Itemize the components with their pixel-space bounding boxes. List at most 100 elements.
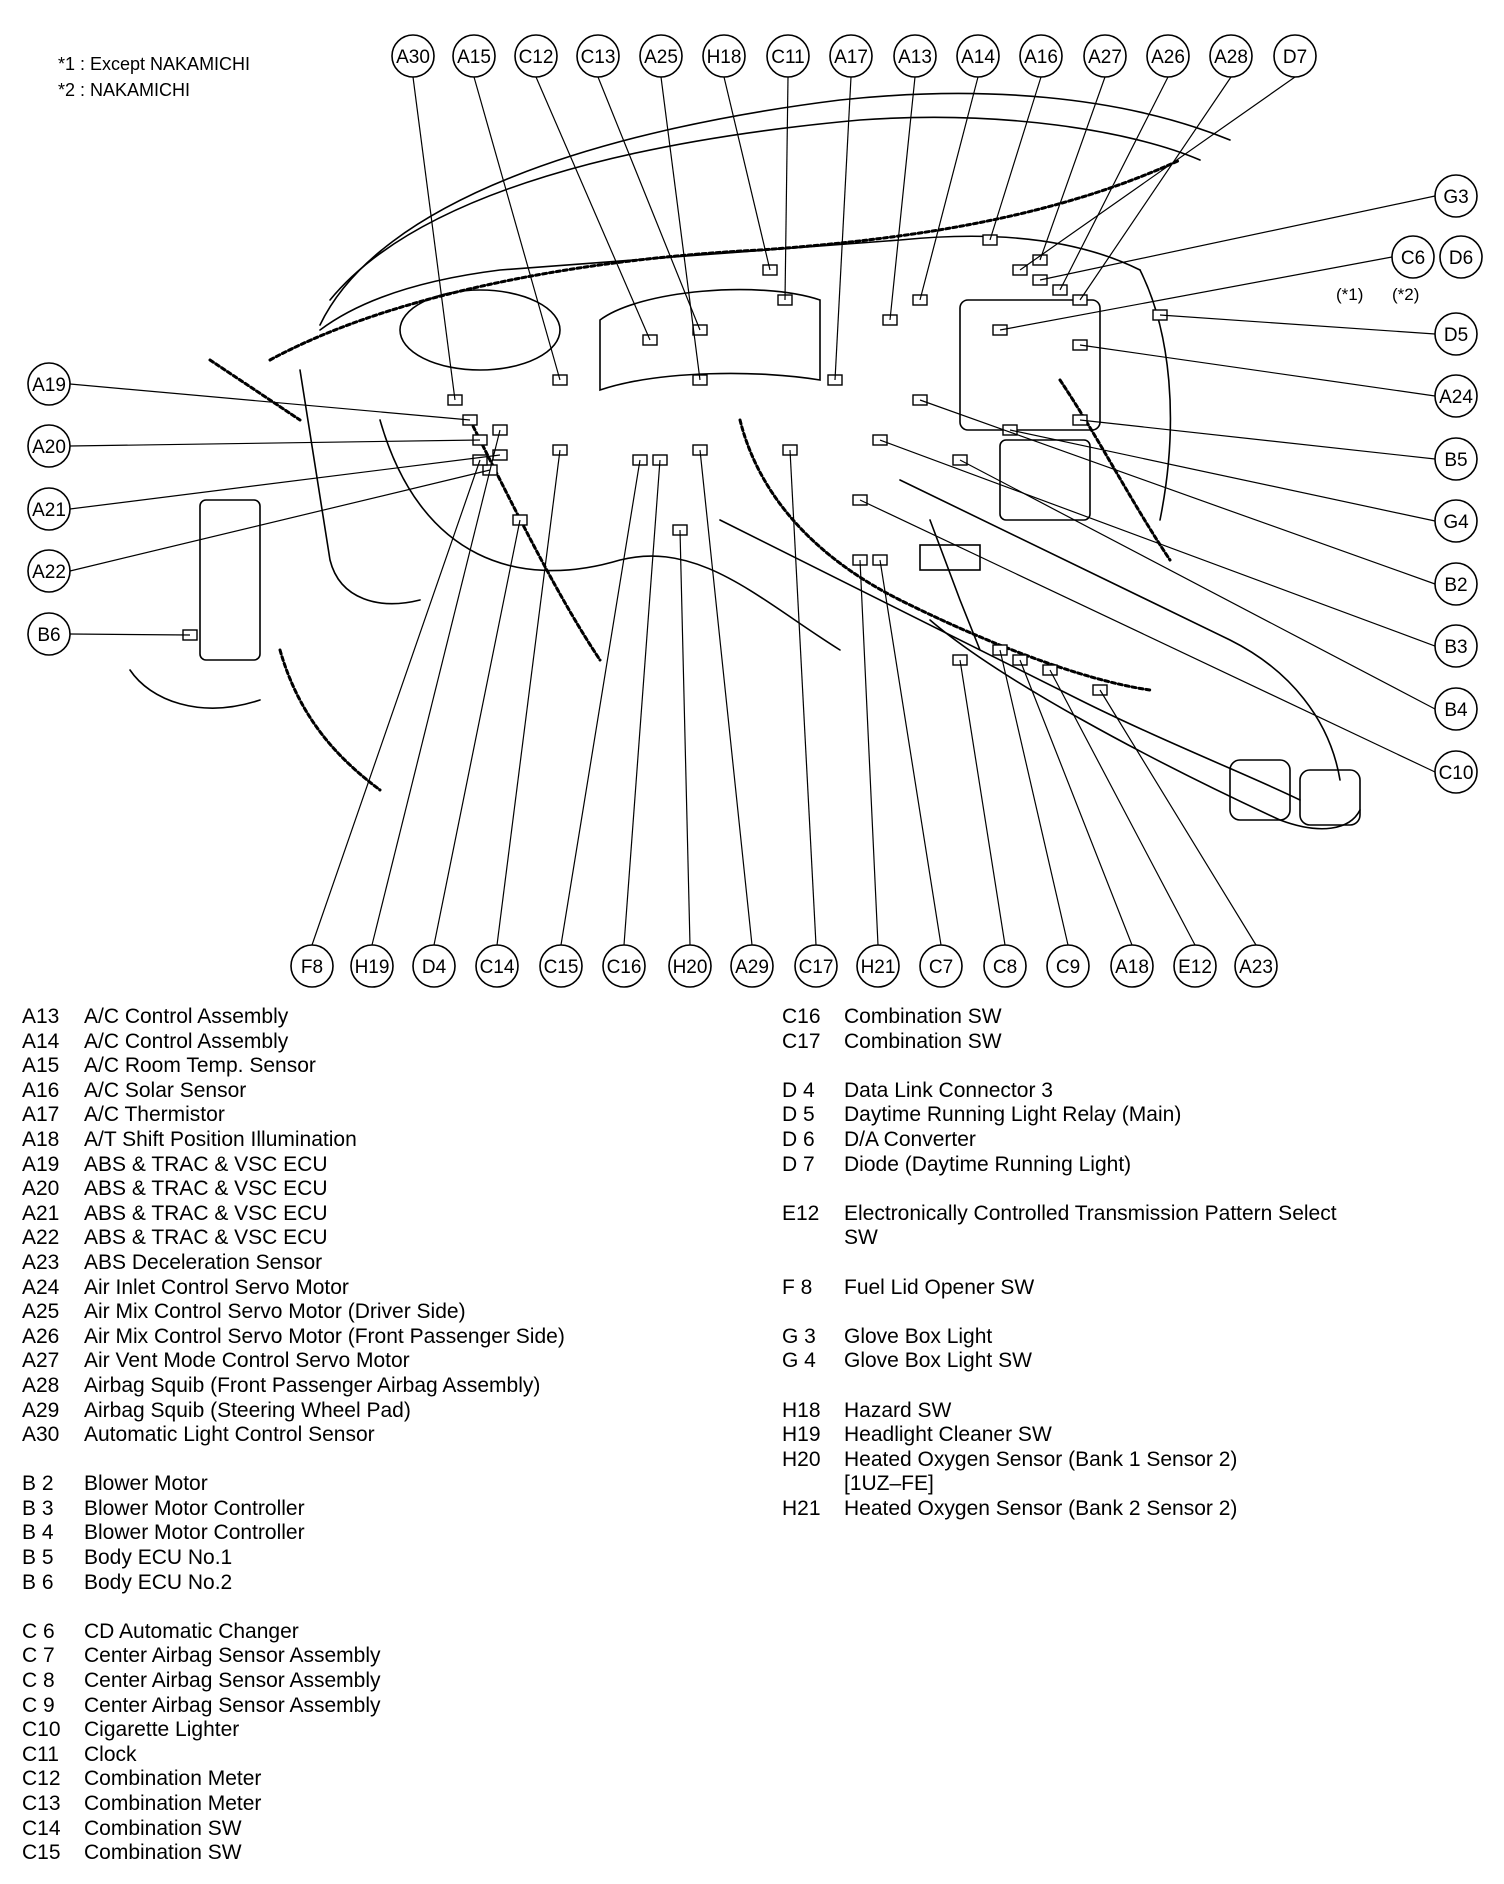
callout-label: H20 [673,957,708,978]
leader-line [660,76,701,381]
legend-label: A/C Control Assembly [84,1029,289,1053]
callout-label: D6 [1449,248,1473,269]
leader-line [412,76,456,401]
legend-label: Data Link Connector 3 [844,1078,1053,1102]
legend-code: A23 [22,1250,60,1274]
callout-label: H18 [707,47,742,68]
callout-circle [391,34,435,78]
legend-code: H19 [782,1423,821,1447]
leader-line [69,454,501,510]
instrument-cluster [599,288,821,392]
leader-line [623,459,661,946]
legend-label: A/C Solar Sensor [84,1078,247,1102]
legend-label: Airbag Squib (Steering Wheel Pad) [84,1398,411,1422]
legend-code [782,1226,844,1251]
legend-code: A24 [22,1275,60,1299]
callout-circle [1434,312,1478,356]
legend-gap [22,1448,742,1473]
legend-code: D 4 [782,1078,815,1102]
leader-line [1079,344,1436,397]
leader-line [699,449,753,946]
callout-label: A30 [396,47,430,68]
left-side-ecu [199,499,261,661]
callout-circle [1019,34,1063,78]
callout-circle [1434,499,1478,543]
console-harness [738,418,1152,692]
legend-code: D 7 [782,1152,815,1176]
legend-code: A25 [22,1300,60,1324]
dashboard-lower-edge [379,419,841,651]
callout-bottom-h21: H21 [856,944,900,988]
callout-circle [475,944,519,988]
callout-circle [983,944,1027,988]
callout-right-g3: G3 [1434,174,1478,218]
legend-gap [782,1054,1482,1079]
legend-label: Blower Motor Controller [84,1496,305,1520]
callout-label: G4 [1443,512,1469,533]
steering-column-housing [399,289,561,371]
callout-circle [794,944,838,988]
leader-line [1079,76,1232,301]
leader-line [919,76,979,301]
callout-circle [766,34,810,78]
callout-label: A24 [1439,387,1473,408]
leader-line [989,76,1042,241]
legend-label: ABS & TRAC & VSC ECU [84,1152,328,1176]
callout-circle [956,34,1000,78]
callout-label: A22 [32,562,66,583]
callout-label: A15 [457,47,491,68]
legend-code: A20 [22,1177,60,1201]
leader-line [834,76,852,381]
legend-code: G 4 [782,1349,816,1373]
legend-code: A17 [22,1103,60,1127]
leader-line [889,76,916,321]
legend-code: C16 [782,1005,821,1028]
legend-code: E12 [782,1201,820,1225]
callout-label: A17 [834,47,868,68]
legend-code: B 5 [22,1546,54,1570]
callout-top-c12: C12 [514,34,558,78]
callout-circle [1146,34,1190,78]
shift-lever [929,519,981,651]
leader-line [879,559,942,946]
callout-top-a25: A25 [639,34,683,78]
callout-right-c10: C10 [1434,750,1478,794]
leader-line [959,459,1436,710]
left-floor-harness [278,648,382,792]
callout-circle [919,944,963,988]
callout-label: A29 [735,957,769,978]
callout-right-b4: B4 [1434,687,1478,731]
callout-circle [639,34,683,78]
legend-label: Blower Motor Controller [84,1521,305,1545]
callout-label: G3 [1443,187,1468,208]
callout-top-a28: A28 [1209,34,1253,78]
legend-label: Center Airbag Sensor Assembly [84,1693,381,1717]
callout-circle [1434,687,1478,731]
callout-bottom-a29: A29 [730,944,774,988]
dual-note-star1: (*1) [1336,285,1364,304]
legend-code: A21 [22,1201,60,1225]
legend-code: A19 [22,1152,60,1176]
callout-right-c6: C6 [1391,235,1435,279]
legend-label: ABS & TRAC & VSC ECU [84,1226,328,1250]
legend-row: A19 ABS & TRAC & VSC ECU [22,1153,742,1178]
